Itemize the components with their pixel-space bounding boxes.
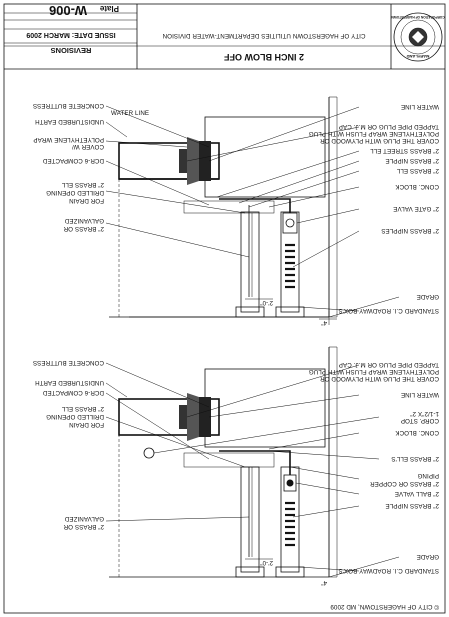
upper-brass-nipples: 2" BRASS NIPPLES xyxy=(381,227,439,234)
lower-drilled-opening: DRILLED OPENING xyxy=(46,413,104,420)
seal-text-bottom: CORPORATION OF HAGERSTOWN xyxy=(391,15,445,19)
lower-brass-ell-right: 2" BRASS ELL xyxy=(61,405,104,412)
sheet-border xyxy=(3,3,446,614)
lower-water-line: WATER LINE xyxy=(401,391,439,398)
upper-gate-valve: 2" GATE VALVE xyxy=(393,205,439,212)
lower-poly-plug-2: COVER THE PLUG WITH PLYWOOD OR xyxy=(320,375,439,382)
upper-tapped-plug: TAPPED PIPE PLUG OR M.J. CAP xyxy=(339,123,439,130)
agency-name: CITY OF HAGERSTOWN UTILITIES DEPARTMENT-… xyxy=(163,32,366,39)
upper-street-ell: 2" BRASS STREET ELL xyxy=(370,147,439,154)
city-seal: MARYLAND CORPORATION OF HAGERSTOWN xyxy=(391,12,445,62)
title-block: MARYLAND CORPORATION OF HAGERSTOWN 2 INC… xyxy=(4,3,445,70)
roadway-box-right xyxy=(240,211,260,313)
upper-cover-w: COVER W/ xyxy=(72,143,104,150)
lower-water-main xyxy=(118,398,220,436)
plate-label: Plate xyxy=(99,4,119,13)
lower-tapped-plug: TAPPED PIPE PLUG OR M.J. CAP xyxy=(339,361,439,368)
leader-lines xyxy=(105,105,400,578)
upper-poly-plug-2: COVER THE PLUG WITH PLYWOOD OR xyxy=(320,137,439,144)
upper-water-line: WATER LINE xyxy=(401,103,439,110)
lower-conc-block: CONC. BLOCK xyxy=(394,429,439,436)
upper-brass-ell-right: 2" BRASS ELL xyxy=(61,181,104,188)
revisions-label: REVISIONS xyxy=(51,46,92,55)
upper-undisturbed-earth: UNDISTURBED EARTH xyxy=(35,118,104,125)
upper-dcr6: DCR-6 COMPACTED xyxy=(42,157,104,164)
upper-for-drain: FOR DRAIN xyxy=(69,197,104,204)
corp-stop xyxy=(143,447,155,459)
lower-undisturbed-earth: UNDISTURBED EARTH xyxy=(35,379,104,386)
lower-brass-or: 2" BRASS OR xyxy=(63,523,104,530)
lower-corp-stop-2: 1-1/2"X 2" xyxy=(410,410,439,417)
upper-galvanized: GALVANIZED xyxy=(64,217,104,224)
upper-conc-block: CONC. BLOCK xyxy=(394,183,439,190)
lower-dcr6: DCR-6 COMPACTED xyxy=(42,389,104,396)
dim-4in-lower: 4" xyxy=(321,579,327,586)
gate-valve-detail: 2'-0" 4" WATER LINE xyxy=(109,96,338,326)
upper-brass-ell-left: 2" BRASS ELL xyxy=(396,167,439,174)
upper-grade: GRADE xyxy=(416,293,439,300)
copyright: © CITY OF HAGERSTOWN, MD 2009 xyxy=(330,603,439,610)
label-water-line: WATER LINE xyxy=(111,110,149,117)
dim-2ft-lower: 2'-0" xyxy=(260,559,273,566)
lower-detail-labels: CONCRETE BUTTRESS UNDISTURBED EARTH DCR-… xyxy=(33,359,439,574)
gravel-bed xyxy=(183,200,275,214)
lower-ball-valve: 2" BALL VALVE xyxy=(395,490,439,497)
upper-brass-or: 2" BRASS OR xyxy=(63,225,104,232)
upper-labels-right: WATER LINE xyxy=(111,110,149,117)
lower-roadway-box: STANDARD C.I. ROADWAY BOX'S xyxy=(338,567,439,574)
upper-drilled-opening: DRILLED OPENING xyxy=(46,189,104,196)
upper-detail-labels: CONCRETE BUTTRESS UNDISTURBED EARTH POLY… xyxy=(33,102,439,314)
upper-roadway-box: STANDARD C.I. ROADWAY BOX'S xyxy=(338,307,439,314)
upper-concrete-buttress: CONCRETE BUTTRESS xyxy=(33,102,104,109)
lower-for-drain: FOR DRAIN xyxy=(69,421,104,428)
plate-number: W-006 xyxy=(49,3,87,18)
lower-galvanized: GALVANIZED xyxy=(64,515,104,522)
lower-grade: GRADE xyxy=(416,553,439,560)
upper-brass-nipple: 2" BRASS NIPPLE xyxy=(385,157,439,164)
lower-brass-nipple: 2" BRASS NIPPLE xyxy=(385,502,439,509)
gate-valve xyxy=(282,212,298,234)
lower-brass-ells: 2" BRASS ELL'S xyxy=(391,455,439,462)
concrete-buttress xyxy=(204,116,326,198)
lower-piping-1: 2" BRASS OR COPPER xyxy=(370,480,439,487)
ball-valve-detail: 2'-0" 4" xyxy=(109,346,338,586)
lower-piping-2: PIPING xyxy=(417,472,439,479)
lower-concrete-buttress: CONCRETE BUTTRESS xyxy=(33,359,104,366)
drawing-title: 2 INCH BLOW OFF xyxy=(224,52,304,62)
issue-date: ISSUE DATE: MARCH 2009 xyxy=(26,31,115,38)
upper-poly-wrap: POLYETHYLENE WRAP xyxy=(33,136,104,143)
dim-2ft: 2'-0" xyxy=(260,299,273,306)
lower-poly-plug-1: POLYETHYLENE WRAP FLUSH WITH PLUG xyxy=(309,368,439,375)
dim-4in: 4" xyxy=(321,319,327,326)
upper-poly-plug-1: POLYETHYLENE WRAP FLUSH WITH PLUG xyxy=(309,130,439,137)
seal-text-top: MARYLAND xyxy=(407,54,430,59)
lower-corp-stop-1: CORP. STOP xyxy=(401,417,439,424)
